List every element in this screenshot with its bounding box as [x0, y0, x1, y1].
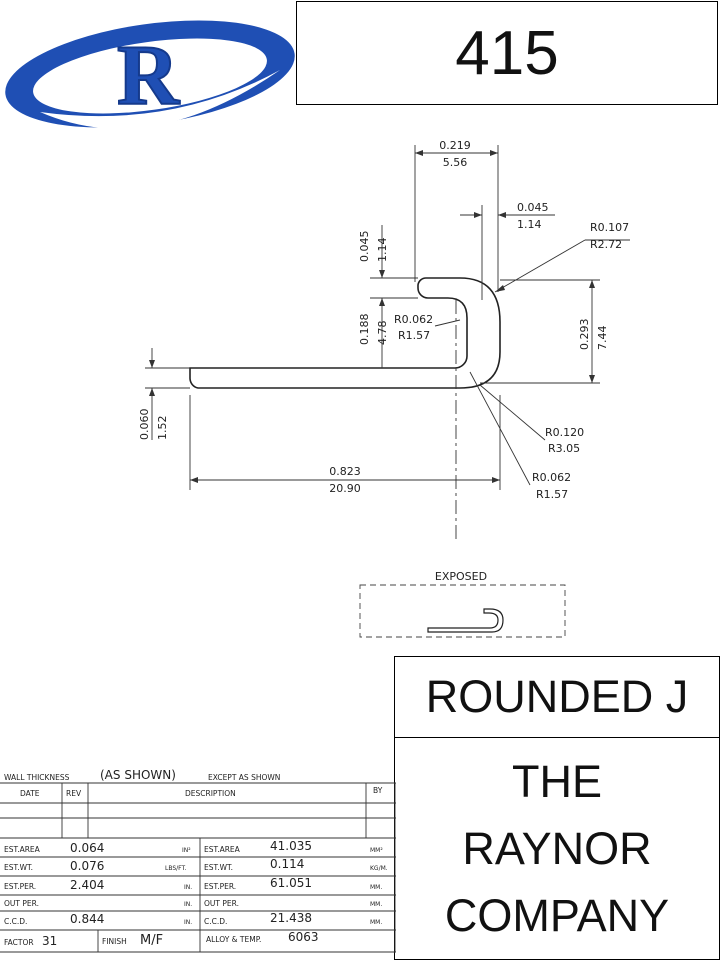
dim-base-thickness-inch: 0.060: [138, 409, 151, 441]
right-label-4: C.C.D.: [204, 917, 227, 926]
profile-name: ROUNDED J: [425, 671, 689, 722]
right-label-3: OUT PER.: [204, 899, 239, 908]
right-label-0: EST.AREA: [204, 845, 241, 854]
dim-bottom-inner-radius-mm: R1.57: [536, 488, 568, 501]
left-value-0: 0.064: [70, 841, 104, 855]
finish-value: M/F: [140, 933, 163, 948]
part-number-box: 415: [296, 1, 718, 105]
left-unit-1: LBS/FT.: [165, 865, 186, 872]
dim-bottom-outer-radius-inch: R0.120: [545, 426, 584, 439]
right-value-4: 21.438: [270, 911, 312, 925]
logo-letter: R: [117, 27, 180, 123]
right-value-0: 41.035: [270, 839, 312, 853]
exposed-view-frame: [359, 584, 566, 638]
right-value-2: 61.051: [270, 876, 312, 890]
col-rev: REV: [66, 789, 82, 798]
left-unit-0: IN²: [182, 847, 191, 854]
dim-inner-height-inch: 0.188: [358, 314, 371, 346]
j-profile-outline: [189, 277, 501, 389]
dim-overall-height-inch: 0.293: [578, 319, 591, 351]
dim-top-width-inch: 0.219: [439, 139, 471, 152]
left-label-1: EST.WT.: [4, 863, 33, 872]
right-value-1: 0.114: [270, 857, 304, 871]
dim-inner-height-mm: 4.78: [376, 321, 389, 346]
right-unit-4: MM.: [370, 919, 382, 926]
left-label-4: C.C.D.: [4, 917, 27, 926]
factor-value: 31: [42, 934, 57, 948]
right-label-1: EST.WT.: [204, 863, 233, 872]
spec-table: WALL THICKNESS (AS SHOWN) EXCEPT AS SHOW…: [0, 768, 396, 953]
left-unit-2: IN.: [184, 884, 192, 891]
dim-top-width-mm: 5.56: [443, 156, 468, 169]
left-value-1: 0.076: [70, 859, 104, 873]
company-box: THE RAYNOR COMPANY: [394, 737, 720, 960]
left-unit-4: IN.: [184, 919, 192, 926]
left-label-3: OUT PER.: [4, 899, 39, 908]
except-label: EXCEPT AS SHOWN: [208, 773, 280, 782]
dim-top-height-inch: 0.045: [358, 231, 371, 263]
company-line-1: THE: [512, 756, 602, 807]
wall-thickness-label: WALL THICKNESS: [4, 773, 70, 782]
right-unit-3: MM.: [370, 901, 382, 908]
left-value-2: 2.404: [70, 878, 104, 892]
left-unit-3: IN.: [184, 901, 192, 908]
left-label-2: EST.PER.: [4, 882, 36, 891]
left-value-4: 0.844: [70, 912, 104, 926]
right-label-2: EST.PER.: [204, 882, 236, 891]
alloy-value: 6063: [288, 930, 319, 944]
left-label-0: EST.AREA: [4, 845, 41, 854]
dim-base-thickness-mm: 1.52: [156, 416, 169, 441]
dim-overall-height-mm: 7.44: [596, 326, 609, 351]
dim-outer-radius-inch: R0.107: [590, 221, 629, 234]
exposed-profile: [427, 608, 504, 633]
profile-drawing: 0.219 5.56 0.045 1.14 0.045 1.14 R0.107 …: [138, 139, 630, 638]
right-unit-1: KG/M.: [370, 865, 388, 872]
col-description: DESCRIPTION: [185, 789, 236, 798]
right-unit-2: MM.: [370, 884, 382, 891]
dim-overall-width-mm: 20.90: [329, 482, 361, 495]
exposed-label: EXPOSED: [435, 570, 487, 583]
alloy-label: ALLOY & TEMP.: [206, 935, 261, 944]
raynor-logo: R: [5, 7, 295, 129]
col-date: DATE: [20, 789, 40, 798]
part-number: 415: [455, 18, 559, 88]
dim-inner-radius-mm: R1.57: [398, 329, 430, 342]
dim-lip-inch: 0.045: [517, 201, 549, 214]
dim-lip-mm: 1.14: [517, 218, 542, 231]
dim-bottom-inner-radius-inch: R0.062: [532, 471, 571, 484]
company-line-2: RAYNOR: [462, 823, 652, 874]
factor-label: FACTOR: [4, 938, 34, 947]
company-line-3: COMPANY: [444, 890, 670, 941]
dim-overall-width-inch: 0.823: [329, 465, 361, 478]
dim-outer-radius-mm: R2.72: [590, 238, 622, 251]
profile-name-box: ROUNDED J: [394, 656, 720, 738]
dim-inner-radius-inch: R0.062: [394, 313, 433, 326]
col-by: BY: [373, 786, 383, 795]
dim-bottom-outer-radius-mm: R3.05: [548, 442, 580, 455]
wall-thickness-value: (AS SHOWN): [100, 768, 176, 782]
finish-label: FINISH: [102, 937, 127, 946]
right-unit-0: MM²: [370, 847, 383, 854]
dim-top-height-mm: 1.14: [376, 238, 389, 263]
